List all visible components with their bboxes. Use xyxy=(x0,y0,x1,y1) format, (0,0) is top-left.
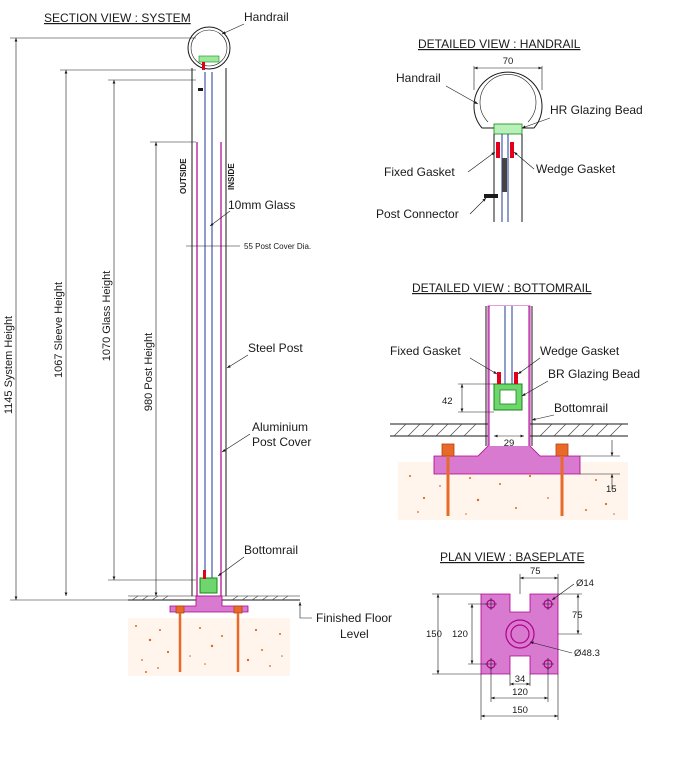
hr-glazing-bead-label: HR Glazing Bead xyxy=(550,103,643,117)
section-handrail-label: Handrail xyxy=(244,10,289,24)
br-bottomrail-label: Bottomrail xyxy=(554,401,608,415)
plan-slot-value: 34 xyxy=(515,674,526,685)
hr-fixed-gasket-label: Fixed Gasket xyxy=(384,165,455,179)
plan-view: PLAN VIEW : BASEPLATE 75 Ø14 75 150 xyxy=(426,550,600,720)
bottomrail-detail: DETAILED VIEW : BOTTOMRAIL xyxy=(390,281,640,520)
finished-floor-leader xyxy=(298,602,312,619)
bottomrail-detail-title: DETAILED VIEW : BOTTOMRAIL xyxy=(412,281,592,295)
steel-post-leader xyxy=(226,354,249,369)
steel-post-label: Steel Post xyxy=(248,341,303,355)
hr-handrail-label: Handrail xyxy=(396,71,441,85)
plan-right-value: 75 xyxy=(572,610,583,621)
br-fixed-gasket xyxy=(497,372,501,384)
handrail-detail: DETAILED VIEW : HANDRAIL 70 Handrail HR … xyxy=(376,37,643,222)
br-floor-hatch xyxy=(393,423,623,437)
glass-label: 10mm Glass xyxy=(228,198,295,212)
outside-label: OUTSIDE xyxy=(179,158,188,194)
plan-post-outer xyxy=(505,619,535,649)
post-cover-leader xyxy=(221,433,251,453)
section-br-gasket xyxy=(203,570,206,579)
plan-baseplate xyxy=(480,593,559,675)
handrail-detail-title: DETAILED VIEW : HANDRAIL xyxy=(418,37,581,51)
br-wedge-gasket xyxy=(514,372,518,384)
hr-post-connector xyxy=(484,194,498,198)
plan-post-inner xyxy=(510,624,530,644)
finished-floor-label: Finished Floor xyxy=(316,611,392,625)
br-glazing-bead-label: BR Glazing Bead xyxy=(548,367,640,381)
section-hr-bead xyxy=(198,55,220,63)
post-cover-label: Post Cover xyxy=(252,435,311,449)
plan-spacing-h-value: 120 xyxy=(452,629,468,640)
section-concrete xyxy=(128,618,290,676)
level-label: Level xyxy=(340,627,369,641)
plan-view-title: PLAN VIEW : BASEPLATE xyxy=(440,550,585,564)
section-handrail-inner xyxy=(190,29,228,67)
section-view: SECTION VIEW : SYSTEM xyxy=(3,10,392,676)
plan-post-dia: Ø48.3 xyxy=(574,648,600,659)
hr-wedge-gasket-label: Wedge Gasket xyxy=(536,162,616,176)
br-anchor-bolts xyxy=(441,443,569,516)
concrete-speckle xyxy=(135,625,283,673)
section-handrail-leader xyxy=(221,23,245,35)
handrail-profile-inner xyxy=(479,74,537,123)
plan-spacing-w-value: 120 xyxy=(512,687,528,698)
post-height-label: 980 Post Height xyxy=(143,333,155,411)
handrail-profile-outer xyxy=(473,71,543,129)
br-wedge-gasket-label: Wedge Gasket xyxy=(540,344,620,358)
hr-fixed-gasket xyxy=(496,142,500,158)
plan-overall-w-value: 150 xyxy=(512,705,528,716)
section-bottomrail-bead xyxy=(199,577,218,594)
br-plate-value: 15 xyxy=(606,484,617,495)
section-anchor-bolts xyxy=(175,605,243,672)
post-cover-dia-label: 55 Post Cover Dia. xyxy=(244,242,311,251)
bottomrail-leader xyxy=(217,556,245,577)
section-hr-gasket xyxy=(202,62,205,70)
br-fixed-gasket-label: Fixed Gasket xyxy=(390,344,461,358)
hr-wedge-gasket xyxy=(510,142,514,158)
bottomrail-label: Bottomrail xyxy=(244,543,298,557)
section-dimensions xyxy=(10,37,196,601)
glass-leader xyxy=(209,210,231,227)
section-floor-hatch xyxy=(131,595,289,601)
system-height-label: 1145 System Height xyxy=(3,316,15,414)
plan-overall-h-value: 150 xyxy=(426,629,442,640)
sleeve-height-label: 1067 Sleeve Height xyxy=(53,282,65,378)
section-handrail xyxy=(187,26,231,70)
plan-hole-dia: Ø14 xyxy=(576,578,594,589)
aluminium-label: Aluminium xyxy=(252,420,308,434)
glass-height-label: 1070 Glass Height xyxy=(101,271,113,362)
br-width-value: 29 xyxy=(504,438,515,449)
hr-connector-screw xyxy=(502,158,507,192)
hr-glazing-bead xyxy=(493,123,523,135)
hr-post-connector-label: Post Connector xyxy=(376,207,459,221)
inside-label: INSIDE xyxy=(227,163,236,190)
br-concrete-speckle xyxy=(409,474,615,515)
section-view-title: SECTION VIEW : SYSTEM xyxy=(44,11,191,25)
plan-top-value: 75 xyxy=(530,566,541,577)
handrail-width-value: 70 xyxy=(503,56,514,67)
br-height-value: 42 xyxy=(442,396,453,407)
section-post-connector xyxy=(198,88,203,91)
